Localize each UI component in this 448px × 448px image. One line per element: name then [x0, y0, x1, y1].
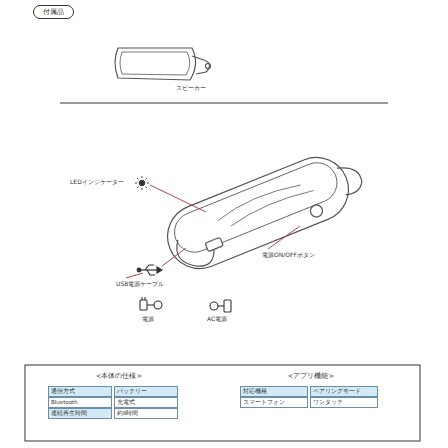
part-label: LEDインジケーター — [70, 179, 124, 186]
accessory-tag: 付属品 — [33, 5, 74, 19]
node-heading: <アプリ機能> — [288, 372, 334, 381]
table-cell: ペアリングモード — [310, 386, 378, 397]
led-icon — [135, 176, 149, 190]
usb-cable-illustration — [177, 237, 223, 266]
table-cell: バッテリー — [114, 386, 178, 397]
table-cell: 連続再生時間 — [48, 408, 112, 419]
part-label: 電源ON/OFFボタン — [262, 252, 315, 259]
node-heading: <本体の仕様> — [96, 372, 142, 381]
device-illustration — [158, 143, 371, 279]
leader-line — [150, 185, 206, 212]
part-label: AC電源 — [207, 316, 227, 323]
part-label: スピーカー — [176, 85, 206, 92]
table-cell: 対応機種 — [240, 386, 308, 397]
leader-line — [126, 273, 143, 278]
spec-panel-frame — [25, 365, 420, 441]
leader-lines — [126, 183, 300, 278]
part-label: USB電源ケーブル — [116, 281, 164, 288]
node-heading: 付属品 — [43, 7, 64, 17]
power-plug-icon — [140, 297, 162, 310]
table-cell: 約8時間 — [114, 408, 178, 419]
leader-line — [162, 248, 186, 266]
table-cell: Bluetooth — [48, 397, 112, 408]
speaker-illustration — [115, 48, 211, 80]
leader-line — [268, 226, 300, 249]
ac-adapter-icon — [210, 300, 231, 312]
table-cell: ワンタッチ — [310, 397, 378, 408]
table-cell: スマートフォン — [240, 397, 308, 408]
part-label: 電源 — [142, 316, 154, 323]
table-cell: 通信方式 — [48, 386, 112, 397]
table-cell: 充電式 — [114, 397, 178, 408]
separator-line — [60, 103, 388, 104]
